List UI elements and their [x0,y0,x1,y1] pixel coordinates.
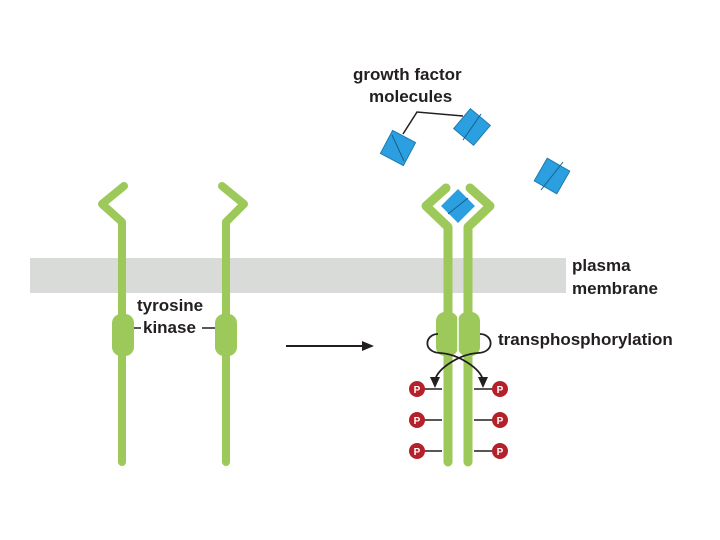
phosphate-left-2: P [409,412,442,428]
phosphate-left-1: P [409,381,442,397]
phosphate-right-2: P [474,412,508,428]
svg-text:P: P [497,447,504,458]
growth-factor-pointer [402,111,464,135]
svg-text:P: P [414,416,421,427]
bound-growth-factor [438,186,478,226]
phosphate-right-3: P [474,443,508,459]
transphosphorylation-label: transphosphorylation [498,330,673,349]
active-receptor-right [458,183,495,467]
growth-factor-label-line2: molecules [369,87,452,106]
growth-factor-label-line1: growth factor [353,65,462,84]
inactive-receptor-left [98,182,134,466]
svg-text:P: P [497,416,504,427]
arrowhead-right [478,377,488,388]
phosphate-left-3: P [409,443,442,459]
tyrosine-kinase-label-line2: kinase [143,318,196,337]
plasma-membrane [30,258,566,293]
tyrosine-kinase-label-line1: tyrosine [137,296,203,315]
inactive-receptor-right [215,182,248,466]
growth-factor-molecule-1 [379,129,417,167]
phosphate-right-1: P [474,381,508,397]
reaction-arrow [286,341,374,351]
growth-factor-molecule-2 [452,107,492,147]
transphosphorylation-arrows [426,333,492,381]
svg-text:P: P [497,385,504,396]
plasma-membrane-label-line2: membrane [572,279,658,298]
growth-factor-molecule-3 [533,157,571,195]
plasma-membrane-label-line1: plasma [572,256,631,275]
arrowhead-left [430,377,440,388]
svg-text:P: P [414,447,421,458]
svg-text:P: P [414,385,421,396]
active-receptor-left [421,183,458,467]
